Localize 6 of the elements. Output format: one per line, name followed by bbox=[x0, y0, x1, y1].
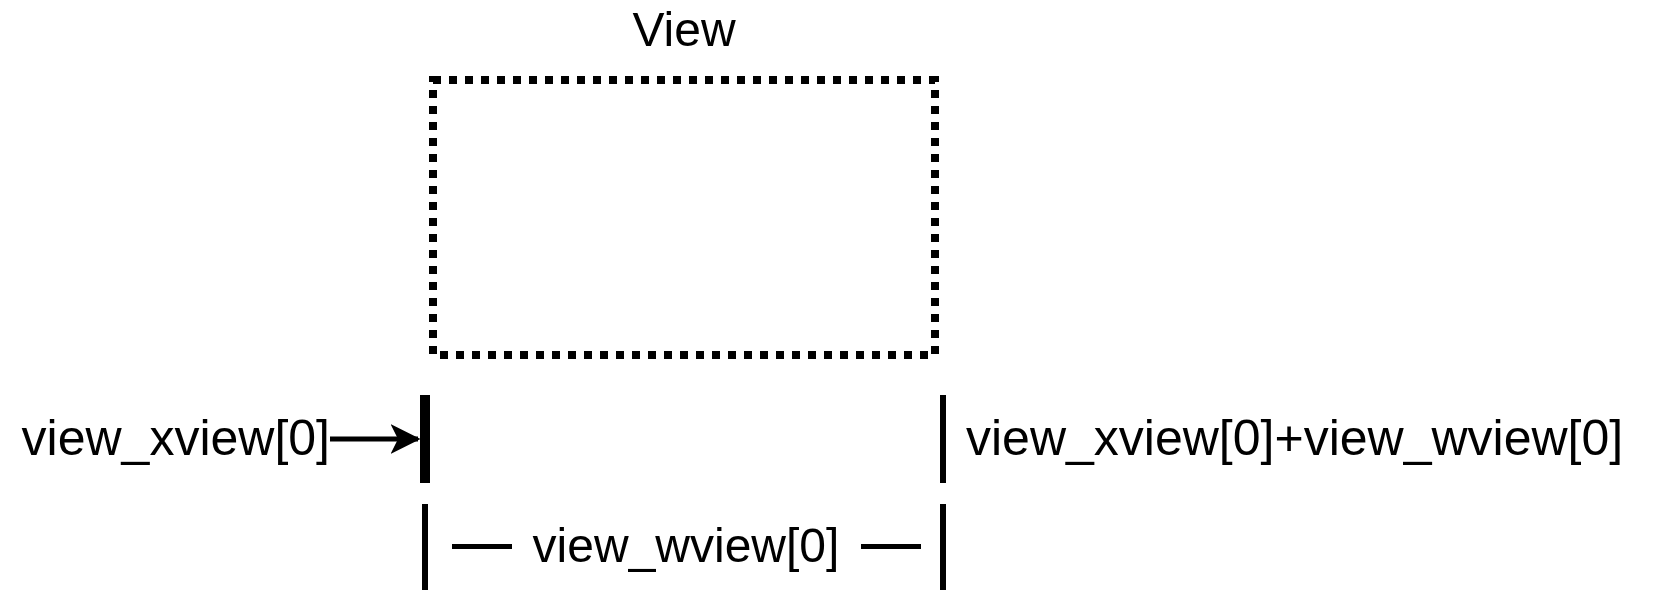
text-label: view_xview[0] bbox=[8, 412, 330, 464]
text-label: view_xview[0]+view_wview[0] bbox=[966, 412, 1624, 464]
vertical-bar bbox=[420, 395, 430, 483]
dimension-label: view_wview[0] bbox=[531, 520, 841, 572]
arrow bbox=[330, 424, 421, 454]
box-title: View bbox=[631, 4, 737, 56]
